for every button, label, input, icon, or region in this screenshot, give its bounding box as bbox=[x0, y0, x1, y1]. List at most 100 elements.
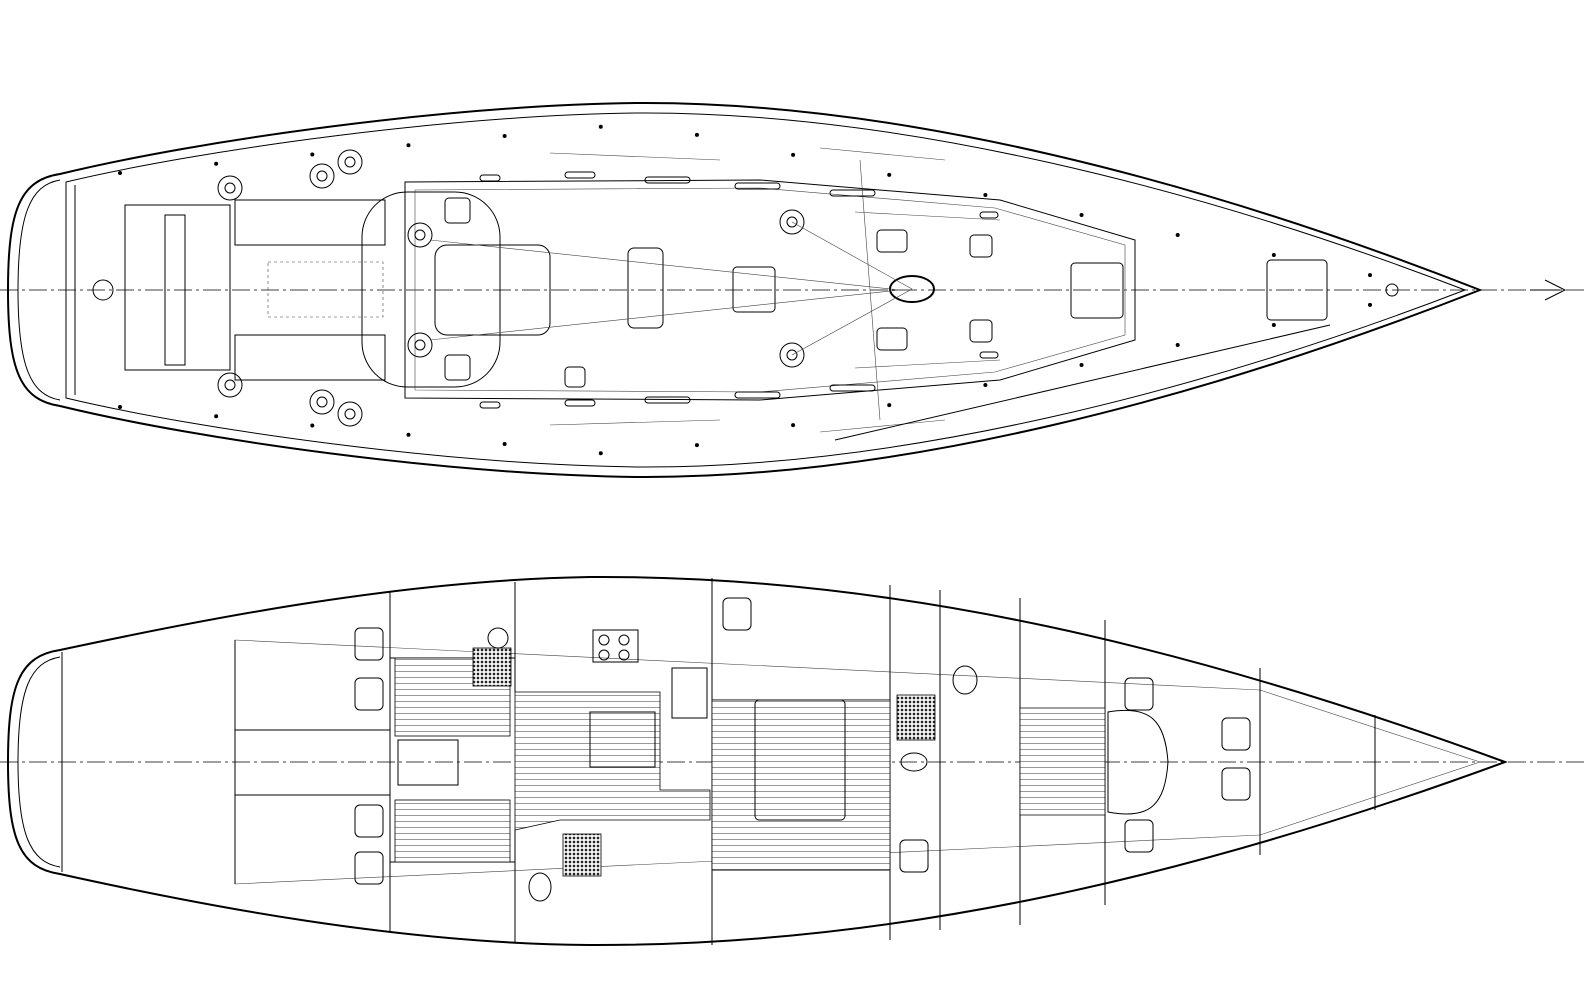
hull-liner bbox=[234, 639, 1481, 885]
saloon-table bbox=[754, 699, 846, 821]
running-rigging-line bbox=[549, 419, 721, 426]
winch bbox=[779, 342, 805, 368]
winch bbox=[217, 372, 243, 398]
stanchion-base bbox=[694, 443, 699, 448]
deck-hatch bbox=[444, 197, 471, 224]
cockpit-table bbox=[267, 261, 384, 318]
winch-drum bbox=[224, 379, 236, 391]
engine-box bbox=[397, 739, 459, 786]
aft-cabin-floor-stbd bbox=[394, 799, 511, 863]
dodger-outline bbox=[361, 191, 501, 388]
swim-platform bbox=[17, 656, 61, 868]
stanchion-base bbox=[1079, 363, 1084, 368]
interior-plan bbox=[0, 575, 1585, 947]
forward-cabin-floor bbox=[1019, 707, 1106, 816]
berth-cushion bbox=[722, 597, 752, 631]
stanchion-base bbox=[1271, 253, 1276, 258]
stanchion-base bbox=[1175, 233, 1180, 238]
winch-drum bbox=[414, 229, 426, 241]
deck-track bbox=[979, 211, 999, 219]
deck-track bbox=[564, 399, 596, 407]
winch bbox=[337, 149, 363, 175]
stanchion-base bbox=[502, 134, 507, 139]
winch bbox=[779, 209, 805, 235]
v-berth bbox=[1107, 709, 1169, 815]
sliding-hatch bbox=[627, 247, 664, 329]
stanchion-base bbox=[310, 152, 315, 157]
stanchion-base bbox=[214, 414, 219, 419]
washbasin-forward bbox=[900, 752, 928, 772]
running-rigging-line bbox=[819, 419, 946, 433]
stanchion-base bbox=[1079, 212, 1084, 217]
berth-cushion bbox=[899, 839, 929, 873]
galley-floor bbox=[514, 691, 711, 831]
deck-track bbox=[979, 351, 999, 359]
deck-track bbox=[644, 176, 691, 184]
stern-hatch bbox=[92, 279, 114, 301]
coachroof-inner bbox=[414, 187, 1126, 393]
stanchion-base bbox=[502, 441, 507, 446]
cockpit-seat-port bbox=[234, 199, 386, 246]
windlass bbox=[1385, 283, 1399, 297]
coachroof bbox=[404, 179, 1136, 401]
deck-track bbox=[734, 182, 781, 190]
stanchion-base bbox=[983, 383, 988, 388]
winch bbox=[337, 401, 363, 427]
saloon-floor bbox=[711, 699, 891, 871]
stern-platform bbox=[17, 179, 61, 401]
galley-island bbox=[589, 711, 656, 768]
deck-sheerline-inner bbox=[65, 112, 1467, 468]
running-rigging-line bbox=[791, 288, 913, 356]
deck-hatch bbox=[444, 354, 471, 381]
running-rigging-line bbox=[429, 239, 901, 291]
stanchion-base bbox=[598, 451, 603, 456]
deck-hatch bbox=[876, 327, 908, 351]
deck-track bbox=[829, 189, 876, 197]
deck-track bbox=[644, 396, 691, 404]
deck-hatch bbox=[969, 234, 993, 258]
stanchion-base bbox=[310, 423, 315, 428]
cockpit-seat-starboard bbox=[234, 334, 386, 381]
winch bbox=[217, 175, 243, 201]
winch bbox=[309, 389, 335, 415]
running-rigging-line bbox=[819, 147, 946, 161]
interior-hull-outline bbox=[6, 575, 1508, 947]
helm-station bbox=[124, 204, 231, 371]
winch-drum bbox=[316, 170, 328, 182]
running-rigging-line bbox=[429, 289, 901, 341]
deck-hatch bbox=[1266, 259, 1328, 321]
stanchion-base bbox=[406, 143, 411, 148]
winch-drum bbox=[344, 408, 356, 420]
winch-drum bbox=[344, 156, 356, 168]
deck-hatch bbox=[969, 319, 993, 343]
washbasin-aft bbox=[487, 627, 509, 649]
berth-cushion bbox=[354, 804, 384, 838]
genoa-track-starboard bbox=[834, 324, 1331, 441]
stanchion-base bbox=[118, 405, 122, 409]
berth-cushion bbox=[1221, 717, 1251, 751]
toilet-aft bbox=[528, 872, 552, 902]
deck-hatch bbox=[564, 366, 586, 388]
steering-wheel bbox=[164, 214, 186, 366]
shower-grate-aft-stbd bbox=[562, 833, 602, 877]
stanchion-base bbox=[694, 132, 699, 137]
deck-hatch bbox=[1070, 262, 1124, 319]
running-rigging-line bbox=[549, 152, 721, 161]
winch-drum bbox=[786, 216, 798, 228]
shower-grate-forward bbox=[896, 694, 936, 741]
deck-track bbox=[734, 391, 781, 399]
stanchion-base bbox=[1368, 273, 1372, 278]
stanchion-base bbox=[1271, 322, 1276, 327]
winch-drum bbox=[414, 339, 426, 351]
running-rigging-line bbox=[854, 211, 1001, 221]
berth-cushion bbox=[354, 627, 384, 661]
berth-cushion bbox=[1124, 819, 1154, 853]
berth-cushion bbox=[1124, 677, 1154, 711]
deck-hatch bbox=[732, 266, 776, 313]
stanchion-base bbox=[598, 124, 603, 129]
deck-hull-outline bbox=[6, 101, 1483, 479]
winch bbox=[407, 222, 433, 248]
stanchion-base bbox=[791, 152, 796, 157]
stanchion-base bbox=[791, 423, 796, 428]
